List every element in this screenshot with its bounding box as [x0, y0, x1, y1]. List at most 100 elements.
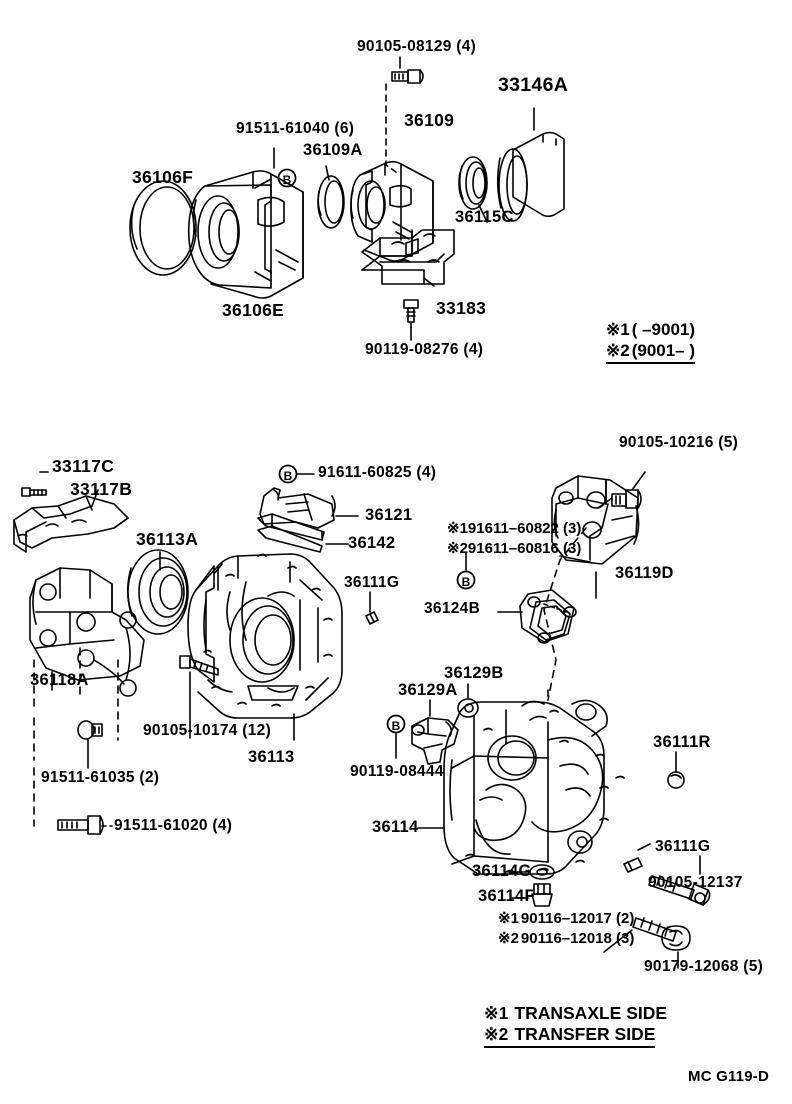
date-legend-line2: ※2(9001– ) — [606, 341, 696, 364]
label-36129A: 36129A — [398, 681, 458, 699]
variant-text-2: 91611–60816 (3) — [467, 540, 582, 557]
label-90105-08129: 90105-08129 (4) — [357, 38, 477, 55]
part-33183-bracket — [361, 229, 455, 285]
label-91511-61020: 91511-61020 (4) — [114, 817, 233, 834]
part-36129B-washer — [457, 698, 479, 718]
leader-36111G-bot — [637, 843, 651, 851]
part-90179-12068-nut — [632, 917, 691, 951]
part-36106E-housing — [187, 170, 304, 299]
dashed-08129-to-36109 — [385, 83, 397, 173]
part-36111R-plug — [667, 771, 685, 789]
marker-B-91611-60825: B — [278, 464, 298, 484]
label-33183: 33183 — [436, 298, 487, 318]
part-33146A-sleeve — [496, 131, 565, 222]
sheet-code: MC G119-D — [688, 1068, 769, 1085]
side-legend-mark-2: ※2 — [484, 1024, 509, 1044]
label-36111R: 36111R — [653, 733, 711, 751]
part-36109A-oring — [317, 175, 345, 229]
variant-text-1: 91611–60822 (3) — [467, 520, 582, 537]
label-90119-08444: 90119-08444 — [350, 763, 444, 780]
part-36109-adaptor — [350, 160, 434, 262]
part-91511-61020-bolt — [57, 815, 104, 835]
label-90179-12068: 90179-12068 (5) — [644, 958, 764, 975]
variant-mark-3: ※1 — [498, 910, 519, 927]
date-legend-mark-1: ※1 — [606, 320, 630, 339]
part-36142-plate — [257, 513, 325, 553]
label-91511-61035: 91511-61035 (2) — [41, 769, 160, 786]
part-36114F-plug — [531, 883, 553, 907]
side-legend-mark-1: ※1 — [484, 1003, 509, 1023]
part-90105-12137-bolt — [648, 875, 711, 906]
dashed-36119D-to-36114 — [543, 527, 587, 701]
label-36142: 36142 — [348, 534, 396, 552]
label-36121: 36121 — [365, 506, 413, 524]
part-33117C-bolt — [21, 487, 47, 497]
label-36115C: 36115C — [455, 208, 514, 226]
svg-text:B: B — [392, 719, 401, 733]
label-36106F: 36106F — [132, 167, 194, 187]
part-36111G-pin-bot — [623, 857, 643, 873]
part-90119-08276-bolt — [403, 299, 419, 323]
leader-36115C — [478, 204, 488, 223]
date-legend-text-1: ( –9001) — [631, 320, 696, 339]
leader-90105-10216 — [631, 471, 646, 491]
side-legend-text-1: TRANSAXLE SIDE — [514, 1003, 668, 1023]
marker-B-90119-08444: B — [386, 714, 406, 734]
label-33117C: 33117C — [52, 456, 115, 476]
part-36113A-seal — [126, 549, 189, 635]
label-36111G-bot: 36111G — [655, 838, 711, 855]
side-legend-text-2: TRANSFER SIDE — [514, 1024, 656, 1044]
part-36111G-pin-top — [365, 611, 379, 625]
part-33117B-bracket — [13, 495, 129, 553]
label-36109A: 36109A — [303, 141, 363, 159]
variant-note-91611-60822: ※191611–60822 (3) — [447, 519, 581, 537]
label-36113: 36113 — [248, 748, 295, 766]
marker-B-91611-variant: B — [456, 570, 476, 590]
part-36114G-washer — [529, 864, 555, 880]
variant-note-91611-60816: ※291611–60816 (3) — [447, 539, 581, 557]
label-36118A: 36118A — [30, 671, 89, 689]
part-36113-housing — [187, 553, 343, 719]
label-36114G: 36114G — [472, 862, 532, 880]
date-legend-text-2: (9001– ) — [631, 341, 696, 360]
part-36114-case — [443, 699, 625, 875]
label-36114F: 36114F — [478, 887, 535, 905]
part-91511-61035-bolt — [77, 720, 103, 740]
label-36129B: 36129B — [444, 664, 504, 682]
variant-text-4: 90116–12018 (3) — [520, 930, 635, 947]
part-36129A-clamp — [411, 717, 459, 765]
label-91611-60825: 91611-60825 (4) — [318, 464, 437, 481]
date-legend-mark-2: ※2 — [606, 341, 630, 360]
part-36118A-bracket — [29, 567, 145, 697]
label-36114: 36114 — [372, 818, 419, 836]
label-33117B: 33117B — [70, 479, 133, 499]
leader-33117B — [91, 489, 99, 507]
leader-36109A — [325, 165, 330, 181]
variant-mark-2: ※2 — [447, 540, 468, 557]
label-36113A: 36113A — [136, 529, 199, 549]
label-90105-10216: 90105-10216 (5) — [619, 434, 739, 451]
svg-text:B: B — [283, 173, 292, 187]
label-90119-08276: 90119-08276 (4) — [365, 341, 484, 358]
date-legend-line1: ※1( –9001) — [606, 320, 695, 340]
variant-text-3: 90116–12017 (2) — [520, 910, 635, 927]
label-90105-12137: 90105-12137 — [648, 874, 743, 891]
label-36106E: 36106E — [222, 300, 285, 320]
label-36119D: 36119D — [615, 564, 674, 582]
part-36119D-bracket — [551, 475, 640, 565]
svg-text:B: B — [284, 469, 293, 483]
svg-text:B: B — [462, 575, 471, 589]
part-36124B-cover — [519, 589, 577, 644]
leader-90116-variant — [603, 929, 633, 953]
marker-B-91511-61040: B — [277, 168, 297, 188]
label-90105-10174: 90105-10174 (12) — [143, 722, 272, 739]
part-36115C-seal — [458, 156, 488, 210]
part-90105-10174-bolt — [179, 655, 219, 676]
label-36124B: 36124B — [424, 600, 481, 617]
label-91511-61040: 91511-61040 (6) — [236, 120, 355, 137]
leader-33183 — [423, 277, 435, 287]
